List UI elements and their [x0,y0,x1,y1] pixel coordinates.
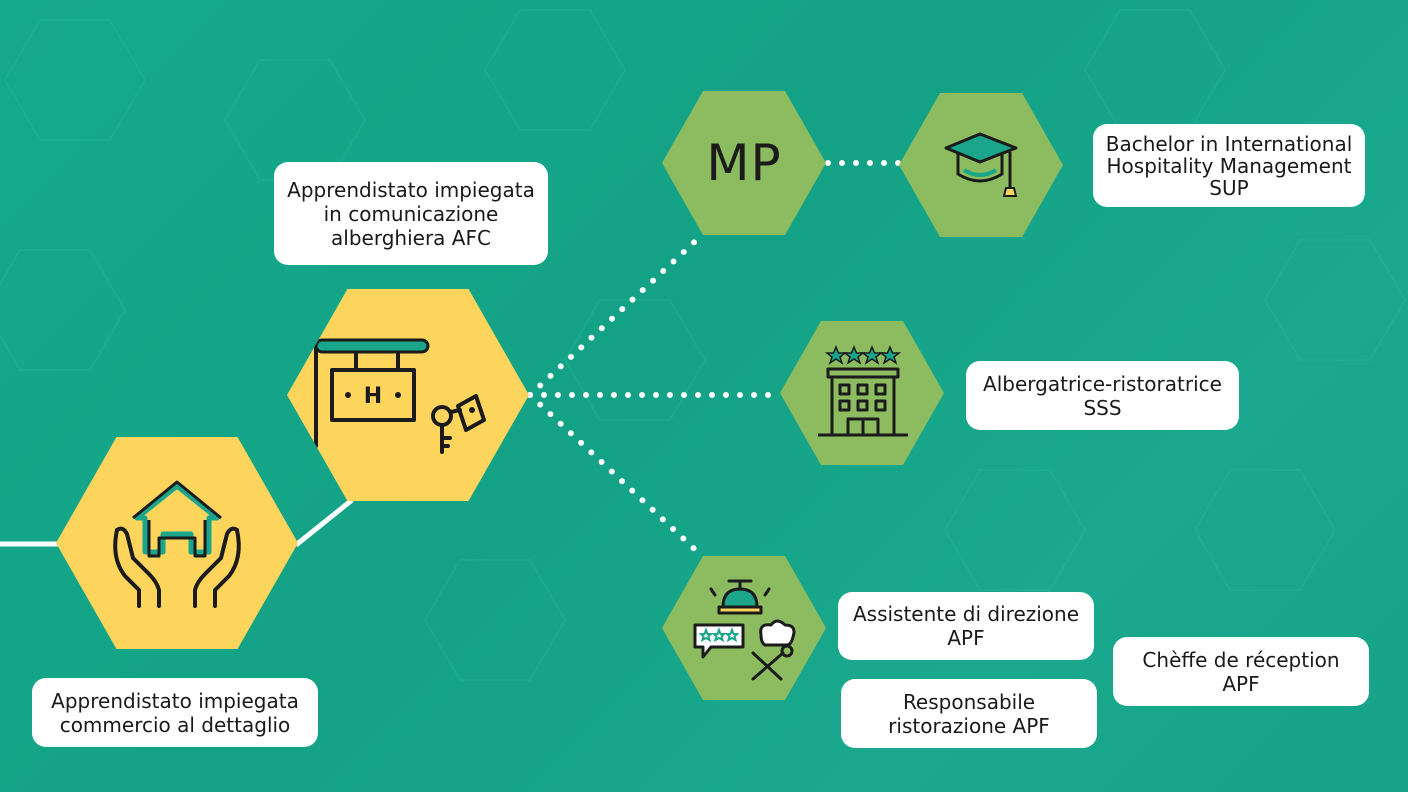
label-assistente: Assistente di direzione APF [838,592,1094,660]
label-hotel-communication: Apprendistato impiegata in comunicazione… [274,162,548,265]
label-retail-line1: Apprendistato impiegata [51,688,299,713]
connector-solid-retail-to-afc [294,498,354,547]
label-bachelor-line2: Hospitality Management [1106,153,1352,178]
label-hotel-communication-line3: alberghiera AFC [331,225,491,250]
hotel-building-icon [818,345,908,437]
label-cheffe: Chèffe de réception APF [1113,637,1369,706]
label-bachelor-line3: SUP [1209,175,1249,200]
label-retail: Apprendistato impiegata commercio al det… [32,678,318,747]
label-responsabile: Responsabile ristorazione APF [841,679,1097,748]
label-cheffe-line1: Chèffe de réception [1142,647,1340,672]
reception-bell-chef-icon [693,579,796,681]
label-bachelor-line1: Bachelor in International [1105,131,1353,156]
label-responsabile-line1: Responsabile [902,689,1036,714]
label-hotel-communication-line1: Apprendistato impiegata [287,177,535,202]
svg-text:H: H [364,384,382,409]
connector-dotted-afc-to-mp [527,232,705,398]
label-responsabile-line2: ristorazione APF [888,713,1050,738]
hotel-sign-key-icon: H [314,332,486,454]
label-sss: Albergatrice-ristoratrice SSS [966,361,1239,430]
label-assistente-line1: Assistente di direzione [852,602,1080,626]
label-cheffe-line2: APF [1222,671,1260,696]
label-assistente-line2: APF [947,626,985,650]
mp-text: MP [706,134,782,192]
hex-retail [56,437,298,649]
label-sss-line2: SSS [1083,395,1122,420]
label-hotel-communication-line2: in comunicazione [323,201,499,226]
connector-dotted-afc-to-apf [527,392,705,559]
hex-hotel-communication: H [287,289,529,501]
label-bachelor: Bachelor in International Hospitality Ma… [1093,124,1365,207]
label-sss-line1: Albergatrice-ristoratrice [983,371,1222,396]
hands-house-icon [113,480,241,608]
graduation-cap-icon [944,132,1018,197]
label-retail-line2: commercio al dettaglio [59,712,291,737]
